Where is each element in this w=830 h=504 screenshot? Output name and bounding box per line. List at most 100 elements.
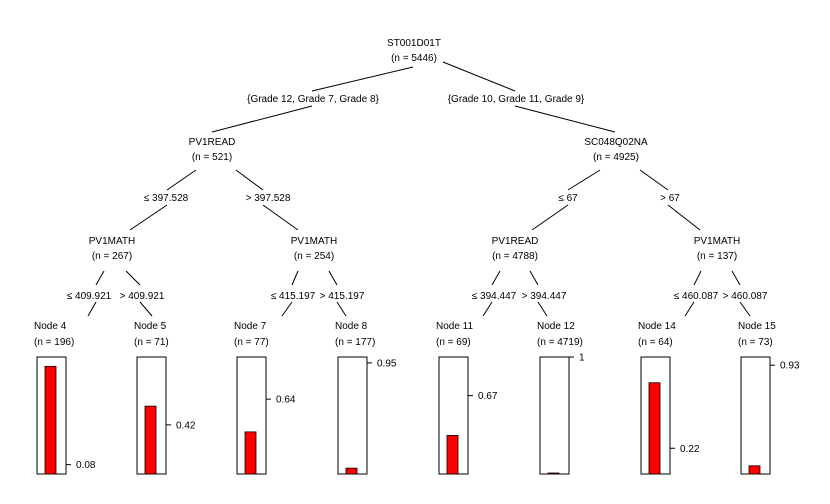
leaf-1-bar <box>44 365 57 475</box>
edge-n10-n9 <box>531 204 569 231</box>
node-3: PV1MATH (n = 267) <box>89 236 136 262</box>
node-13: PV1MATH (n = 137) <box>694 236 741 262</box>
split-9-left: ≤ 67 <box>558 193 578 204</box>
leaf-7-count: (n = 64) <box>638 337 673 348</box>
split-root-right: {Grade 10, Grade 11, Grade 9} <box>448 94 585 105</box>
edge-n13-n9 <box>667 204 701 231</box>
leaf-node-2: Node 5 (n = 71) 0.42 <box>134 321 196 475</box>
node-13-label: PV1MATH <box>694 236 741 247</box>
edge-n3-leaf5 <box>125 270 141 286</box>
edge-leaf5-n3 <box>139 301 153 317</box>
node-root-count: (n = 5446) <box>391 53 437 64</box>
edge-leaf4-n3 <box>87 301 97 317</box>
leaf-6-count: (n = 4719) <box>537 337 583 348</box>
node-2: PV1READ (n = 521) <box>189 137 236 163</box>
leaf-8-count: (n = 73) <box>738 337 773 348</box>
split-3-left: ≤ 409.921 <box>67 291 112 302</box>
node-root: ST001D01T (n = 5446) <box>387 38 441 64</box>
node-10-count: (n = 4788) <box>492 251 538 262</box>
split-10-left: ≤ 394.447 <box>472 291 517 302</box>
edge-n13-leaf14 <box>693 270 702 286</box>
split-10-right: > 394.447 <box>522 291 567 302</box>
leaf-node-1: Node 4 (n = 196) 0.08 <box>34 321 96 475</box>
edge-root-n9 <box>442 61 516 92</box>
edge-n9-root <box>514 105 616 133</box>
edge-leaf15-n13 <box>739 301 751 317</box>
edge-n2-n6 <box>235 169 264 191</box>
split-root-left: {Grade 12, Grade 7, Grade 8} <box>247 94 379 105</box>
leaf-7-label: Node 14 <box>638 321 676 332</box>
leaf-1-label: Node 4 <box>34 321 67 332</box>
leaf-3-count: (n = 77) <box>234 337 269 348</box>
node-13-count: (n = 137) <box>697 251 737 262</box>
split-6-left: ≤ 415.197 <box>271 291 316 302</box>
leaf-4-count: (n = 177) <box>335 337 375 348</box>
node-2-label: PV1READ <box>189 137 236 148</box>
leaf-2-count: (n = 71) <box>134 337 169 348</box>
edge-n6-leaf7 <box>291 270 299 286</box>
leaf-1-count: (n = 196) <box>34 337 74 348</box>
node-6: PV1MATH (n = 254) <box>291 236 338 262</box>
leaf-7-bar <box>648 382 661 475</box>
node-9: SC048Q02NA (n = 4925) <box>584 137 648 163</box>
split-9-right: > 67 <box>660 193 680 204</box>
leaf-6-bar <box>547 472 560 475</box>
edge-leaf8-n6 <box>336 301 347 317</box>
leaf-2-bar <box>144 405 157 475</box>
edge-n13-leaf15 <box>731 270 741 286</box>
edge-n2-root <box>211 105 313 133</box>
edge-n3-leaf4 <box>95 270 105 286</box>
edge-leaf12-n10 <box>537 301 548 317</box>
leaf-6-box <box>539 356 570 475</box>
edge-leaf7-n6 <box>281 301 293 317</box>
node-root-label: ST001D01T <box>387 38 441 49</box>
leaf-4-bar <box>345 467 358 475</box>
leaf-node-8: Node 15 (n = 73) 0.93 <box>738 321 800 475</box>
leaf-2-tick-label: 0.42 <box>176 420 196 431</box>
node-6-count: (n = 254) <box>294 251 334 262</box>
edge-root-n2 <box>311 66 414 92</box>
node-9-count: (n = 4925) <box>593 152 639 163</box>
edge-n9-n13 <box>639 169 669 191</box>
leaf-6-tick-label: 1 <box>579 353 585 364</box>
leaf-3-bar <box>244 431 257 475</box>
leaf-8-box <box>740 356 771 475</box>
leaf-8-tick-label: 0.93 <box>780 361 800 372</box>
edge-leaf14-n13 <box>684 301 695 317</box>
split-13-right: > 460.087 <box>723 291 768 302</box>
leaf-1-tick-label: 0.08 <box>76 460 96 471</box>
split-2-right: > 397.528 <box>246 193 291 204</box>
leaf-4-box <box>337 356 368 475</box>
leaf-node-5: Node 11(n = 69)0.67 <box>436 321 498 475</box>
node-9-label: SC048Q02NA <box>584 137 648 148</box>
node-3-count: (n = 267) <box>92 251 132 262</box>
split-6-right: > 415.197 <box>320 291 365 302</box>
leaf-5-bar <box>446 434 459 475</box>
leaf-5-count: (n = 69) <box>436 337 471 348</box>
leaf-4-tick-label: 0.95 <box>377 358 397 369</box>
edge-n2-n3 <box>166 169 197 191</box>
leaf-node-4: Node 8(n = 177)0.95 <box>335 321 397 475</box>
node-3-label: PV1MATH <box>89 236 136 247</box>
leaf-node-6: Node 12 (n = 4719) 1 <box>537 321 585 475</box>
split-3-right: > 409.921 <box>120 291 165 302</box>
leaf-8-bar <box>748 465 761 475</box>
leaf-3-tick-label: 0.64 <box>276 395 296 406</box>
edge-n6-leaf8 <box>328 270 338 286</box>
leaf-2-label: Node 5 <box>134 321 167 332</box>
leaf-3-label: Node 7 <box>234 321 267 332</box>
leaf-node-7: Node 14 (n = 64) 0.22 <box>638 321 700 475</box>
leaf-node-3: Node 7 (n = 77) 0.64 <box>234 321 296 475</box>
leaf-8-label: Node 15 <box>738 321 776 332</box>
node-10-label: PV1READ <box>492 236 539 247</box>
edge-leaf11-n10 <box>482 301 493 317</box>
node-2-count: (n = 521) <box>192 152 232 163</box>
tree-edges <box>87 61 751 317</box>
edge-n10-leaf12 <box>529 270 539 286</box>
leaf-7-tick-label: 0.22 <box>680 444 700 455</box>
edge-n9-n10 <box>567 169 601 191</box>
edge-n6-n2 <box>262 204 299 231</box>
leaf-6-label: Node 12 <box>537 321 575 332</box>
